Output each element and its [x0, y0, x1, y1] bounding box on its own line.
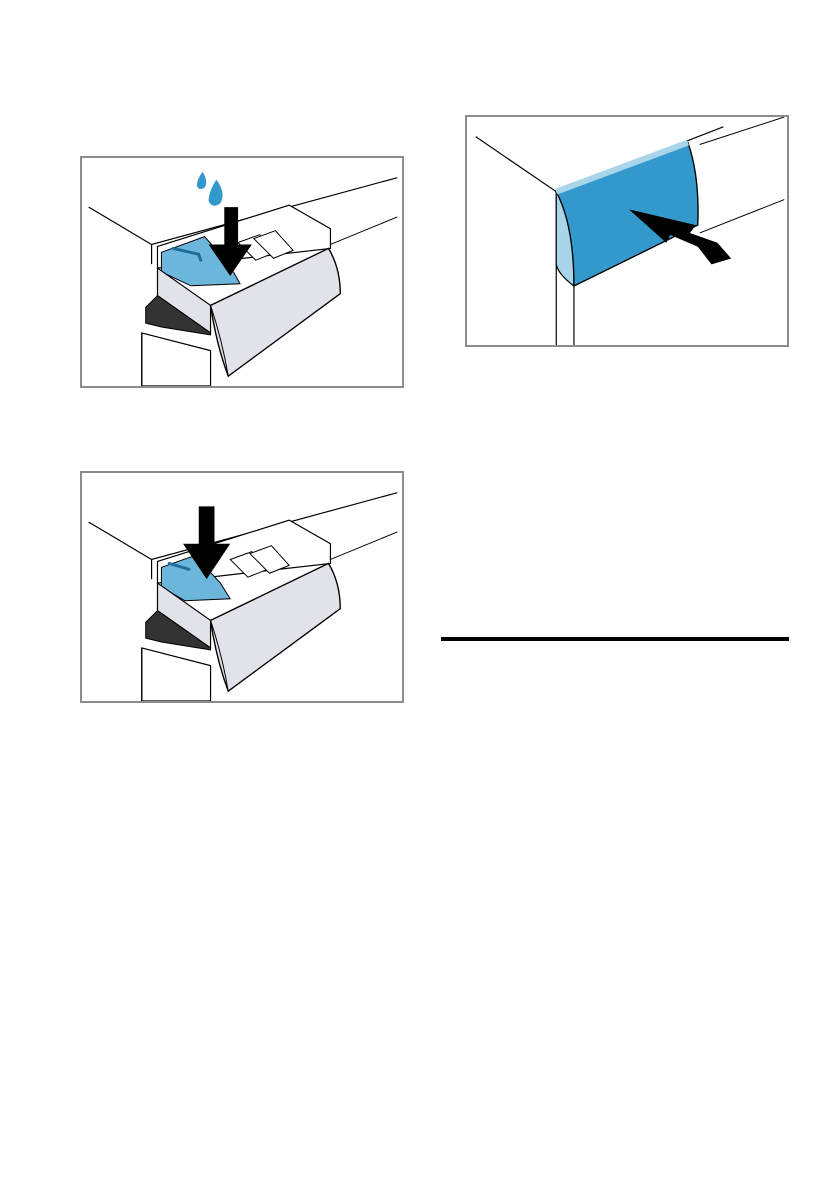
lower-panel	[142, 648, 211, 701]
close-drawer-drawing	[467, 117, 787, 345]
illustration-fill-liquid-detergent	[80, 156, 404, 388]
fill-liquid-drawing	[82, 158, 402, 386]
machine-corner	[476, 137, 557, 345]
illustration-close-drawer	[465, 115, 789, 347]
machine-side-edge	[330, 532, 397, 560]
illustration-push-insert-down	[80, 471, 404, 703]
machine-side-edge	[330, 217, 397, 245]
section-divider	[441, 637, 789, 641]
machine-side-edge	[700, 200, 785, 233]
liquid-drop-icon	[197, 172, 223, 206]
lower-panel	[142, 333, 211, 386]
drawer-front	[211, 563, 341, 691]
push-insert-drawing	[82, 473, 402, 701]
